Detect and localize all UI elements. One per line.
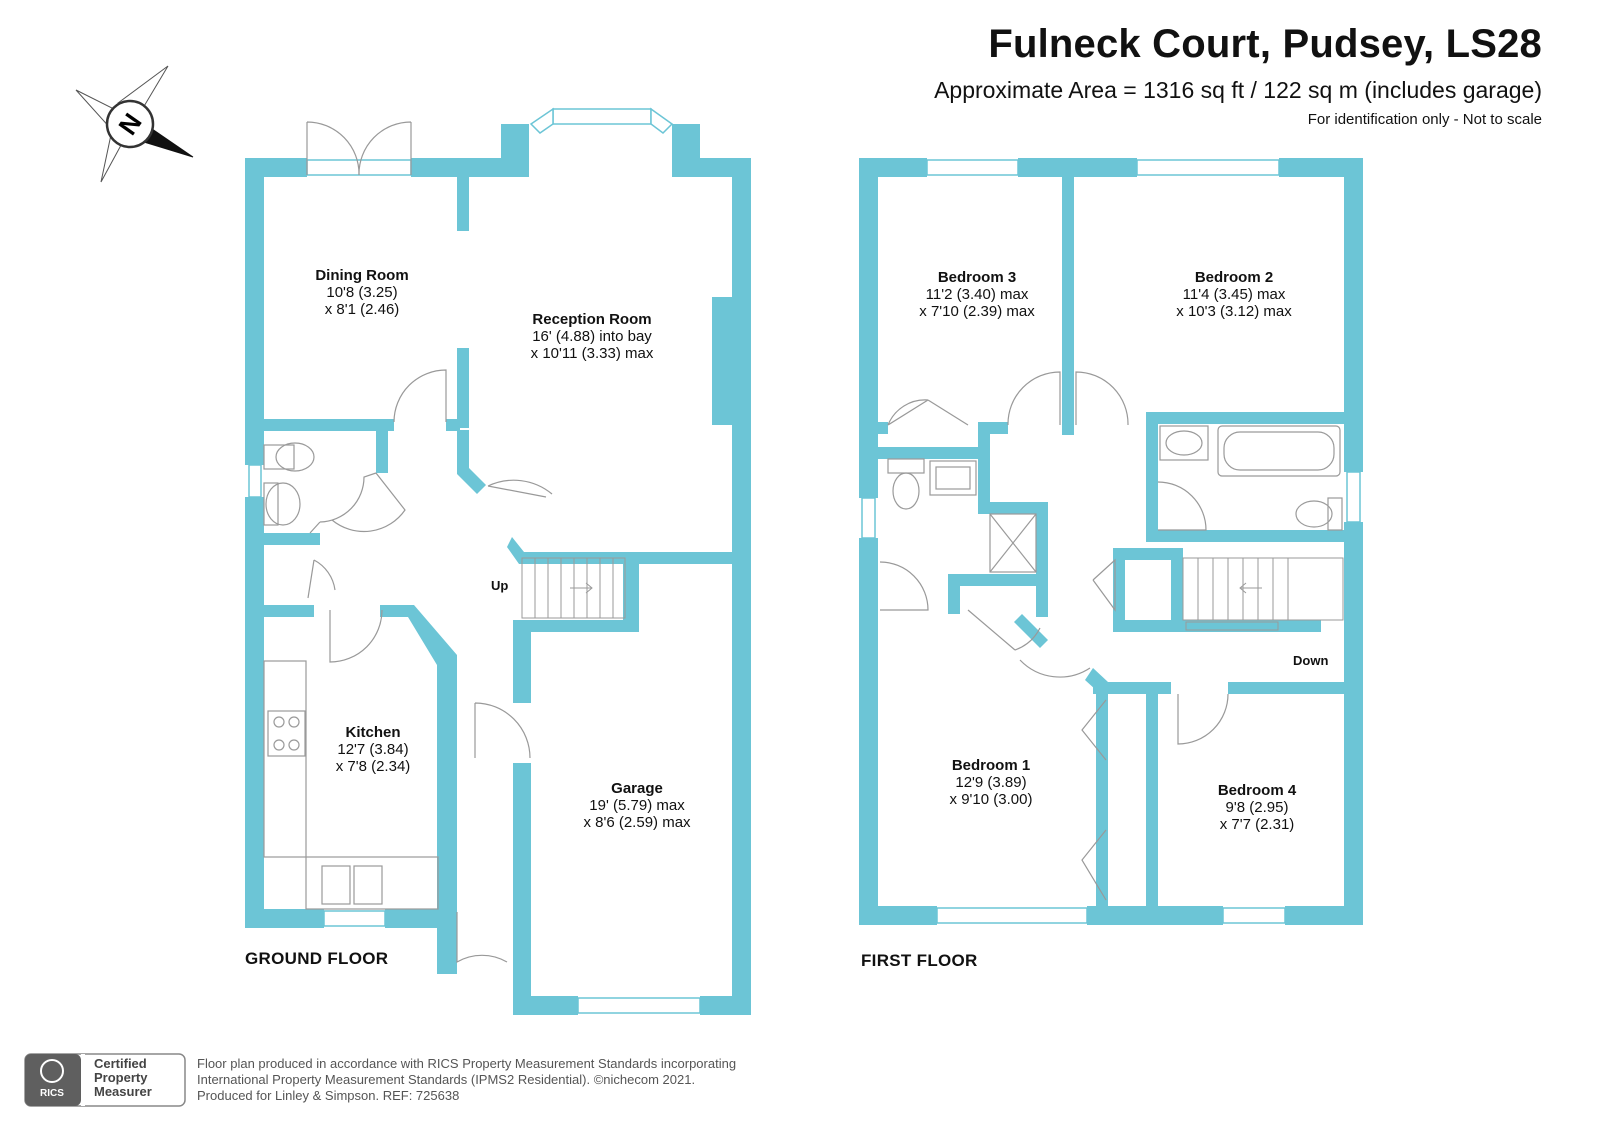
first-floor-windows bbox=[861, 159, 1361, 924]
first-floor-doors bbox=[879, 371, 1229, 901]
room-label-bedroom-2: Bedroom 2 11'4 (3.45) max x 10'3 (3.12) … bbox=[1176, 269, 1292, 320]
ground-floor-doors bbox=[306, 121, 553, 964]
stairs-down-label: Down bbox=[1293, 653, 1329, 668]
room-label-kitchen: Kitchen 12'7 (3.84) x 7'8 (2.34) bbox=[335, 724, 411, 775]
footer-line-3: Produced for Linley & Simpson. REF: 7256… bbox=[197, 1088, 460, 1103]
compass-icon bbox=[75, 65, 194, 183]
room-label-dining-room: Dining Room 10'8 (3.25) x 8'1 (2.46) bbox=[315, 267, 409, 318]
first-floor-stairs bbox=[1182, 557, 1344, 631]
room-label-reception-room: Reception Room 16' (4.88) into bay x 10'… bbox=[530, 311, 654, 362]
page-title: Fulneck Court, Pudsey, LS28 bbox=[988, 22, 1542, 66]
room-label-garage: Garage 19' (5.79) max x 8'6 (2.59) max bbox=[583, 780, 691, 831]
ground-floor-fixtures bbox=[263, 442, 439, 910]
footer-line-2: International Property Measurement Stand… bbox=[197, 1072, 696, 1087]
footer-notes: Floor plan produced in accordance with R… bbox=[197, 1056, 736, 1104]
ground-floor-label: GROUND FLOOR bbox=[245, 949, 389, 968]
room-label-bedroom-4: Bedroom 4 9'8 (2.95) x 7'7 (2.31) bbox=[1217, 782, 1297, 833]
room-label-bedroom-3: Bedroom 3 11'2 (3.40) max x 7'10 (2.39) … bbox=[919, 269, 1035, 320]
first-floor-walls bbox=[859, 158, 1363, 925]
approximate-area: Approximate Area = 1316 sq ft / 122 sq m… bbox=[934, 77, 1542, 103]
certified-property-measurer-text: Certified Property Measurer bbox=[94, 1056, 152, 1099]
ground-floor-walls bbox=[245, 124, 751, 1015]
ground-floor-stairs bbox=[521, 557, 626, 619]
disclaimer: For identification only - Not to scale bbox=[1307, 111, 1542, 128]
stairs-up-label: Up bbox=[491, 578, 509, 593]
rics-certified-badge bbox=[24, 1053, 186, 1107]
ground-floor-windows bbox=[248, 107, 701, 1014]
first-floor-fixtures bbox=[887, 425, 1343, 573]
room-label-bedroom-1: Bedroom 1 12'9 (3.89) x 9'10 (3.00) bbox=[949, 757, 1033, 808]
first-floor-label: FIRST FLOOR bbox=[861, 951, 978, 970]
footer-line-1: Floor plan produced in accordance with R… bbox=[197, 1056, 737, 1071]
rics-logo-text: RICS bbox=[40, 1088, 64, 1099]
